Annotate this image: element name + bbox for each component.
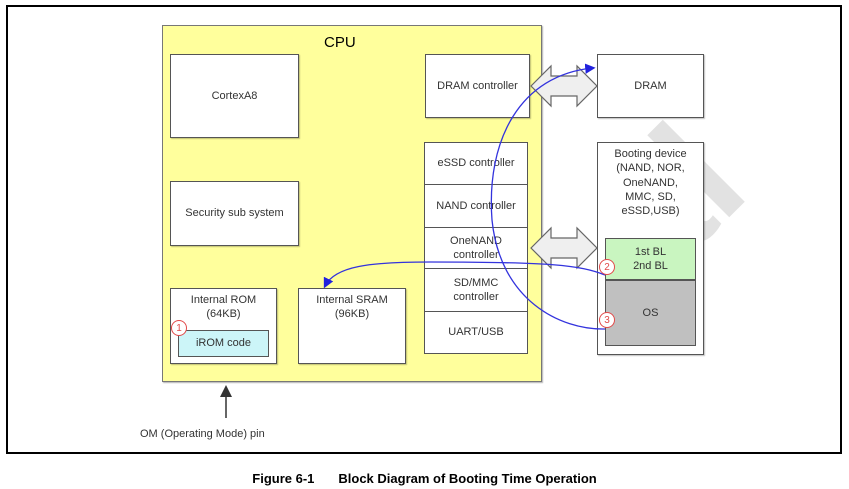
irom-code-label: iROM code	[195, 337, 252, 350]
internal-rom-label: Internal ROM	[190, 294, 257, 306]
figure-caption: Figure 6-1 Block Diagram of Booting Time …	[0, 471, 849, 486]
step-2-badge: 2	[599, 259, 615, 275]
internal-sram-size: (96KB)	[334, 308, 370, 321]
dram-label: DRAM	[634, 79, 667, 92]
nand-controller-label: NAND controller	[436, 199, 516, 212]
os-block: OS	[605, 280, 696, 346]
dram-controller-label: DRAM controller	[437, 79, 518, 92]
uart-usb-controller-block: UART/USB	[424, 311, 528, 354]
sdmmc-controller-label: SD/MMC	[453, 276, 499, 289]
internal-rom-size: (64KB)	[206, 308, 241, 321]
onenand-controller-label-2: controller	[453, 249, 499, 261]
sdmmc-controller-block: SD/MMC controller	[424, 268, 528, 312]
irom-code-block: iROM code	[178, 330, 269, 357]
om-pin-label: OM (Operating Mode) pin	[140, 428, 265, 440]
figure-number: Figure 6-1	[252, 471, 315, 486]
cortex-a8-block: CortexA8	[170, 54, 299, 138]
booting-device-label: Booting device (NAND, NOR, OneNAND, MMC,…	[614, 148, 687, 218]
bootloader-block: 1st BL 2nd BL	[605, 238, 696, 280]
internal-sram-block: Internal SRAM (96KB)	[298, 288, 406, 364]
flow-line-os-to-dram	[490, 63, 606, 330]
uart-usb-controller-label: UART/USB	[448, 326, 504, 339]
security-subsystem-label: Security sub system	[185, 207, 284, 220]
os-label: OS	[642, 306, 659, 319]
cpu-label: CPU	[324, 34, 356, 51]
cortex-a8-label: CortexA8	[211, 89, 258, 102]
first-bl-label: 1st BL	[634, 245, 667, 258]
figure-title: Block Diagram of Booting Time Operation	[338, 471, 597, 486]
flow-line-bl-to-sram	[323, 261, 606, 289]
internal-sram-label: Internal SRAM	[316, 294, 388, 306]
onenand-controller-label: OneNAND	[450, 234, 502, 247]
second-bl-label: 2nd BL	[633, 260, 668, 272]
boot-bus-arrow	[530, 226, 598, 270]
sdmmc-controller-label-2: controller	[453, 291, 499, 303]
step-1-badge: 1	[171, 320, 187, 336]
nand-controller-block: NAND controller	[424, 184, 528, 228]
dram-bus-arrow	[530, 64, 598, 108]
dram-controller-block: DRAM controller	[425, 54, 530, 118]
security-subsystem-block: Security sub system	[170, 181, 299, 246]
step-3-badge: 3	[599, 312, 615, 328]
dram-block: DRAM	[597, 54, 704, 118]
